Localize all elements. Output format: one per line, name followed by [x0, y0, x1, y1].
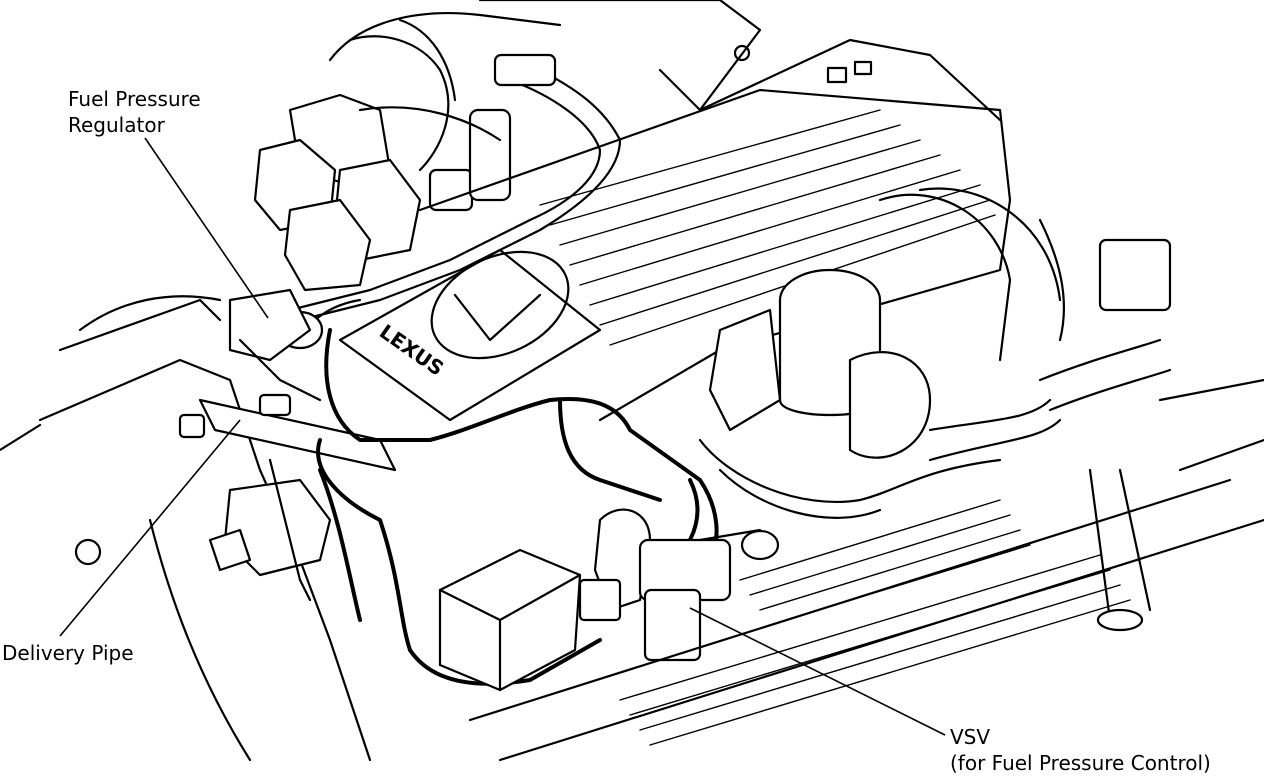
- air-intake-duct: [328, 0, 1002, 172]
- fuel-pressure-regulator: [228, 288, 324, 402]
- label-fuel-pressure-regulator: Fuel Pressure Regulator: [68, 86, 201, 138]
- label-fuel-pressure-regulator-line2: Regulator: [68, 113, 165, 137]
- right-side-components: [698, 218, 1172, 632]
- engine-cover-logo: LEXUS: [338, 248, 602, 422]
- label-vsv-line1: VSV: [950, 725, 991, 749]
- label-vsv-line2: (for Fuel Pressure Control): [950, 751, 1211, 775]
- label-fuel-pressure-regulator-line1: Fuel Pressure: [68, 87, 201, 111]
- throttle-body-assembly: [253, 93, 512, 292]
- leader-lines: [59, 137, 946, 736]
- leader-vsv: [689, 607, 946, 736]
- vsv-valve: [578, 508, 780, 662]
- leader-fuel-pressure-regulator: [144, 137, 269, 319]
- relay-box: [438, 548, 582, 692]
- label-delivery-pipe: Delivery Pipe: [2, 641, 134, 665]
- radiator-core: [468, 378, 1264, 762]
- vacuum-hoses: [288, 53, 622, 342]
- fuel-delivery-pipe: [178, 393, 397, 602]
- leader-delivery-pipe: [59, 419, 241, 637]
- label-vsv: VSV (for Fuel Pressure Control): [950, 724, 1211, 776]
